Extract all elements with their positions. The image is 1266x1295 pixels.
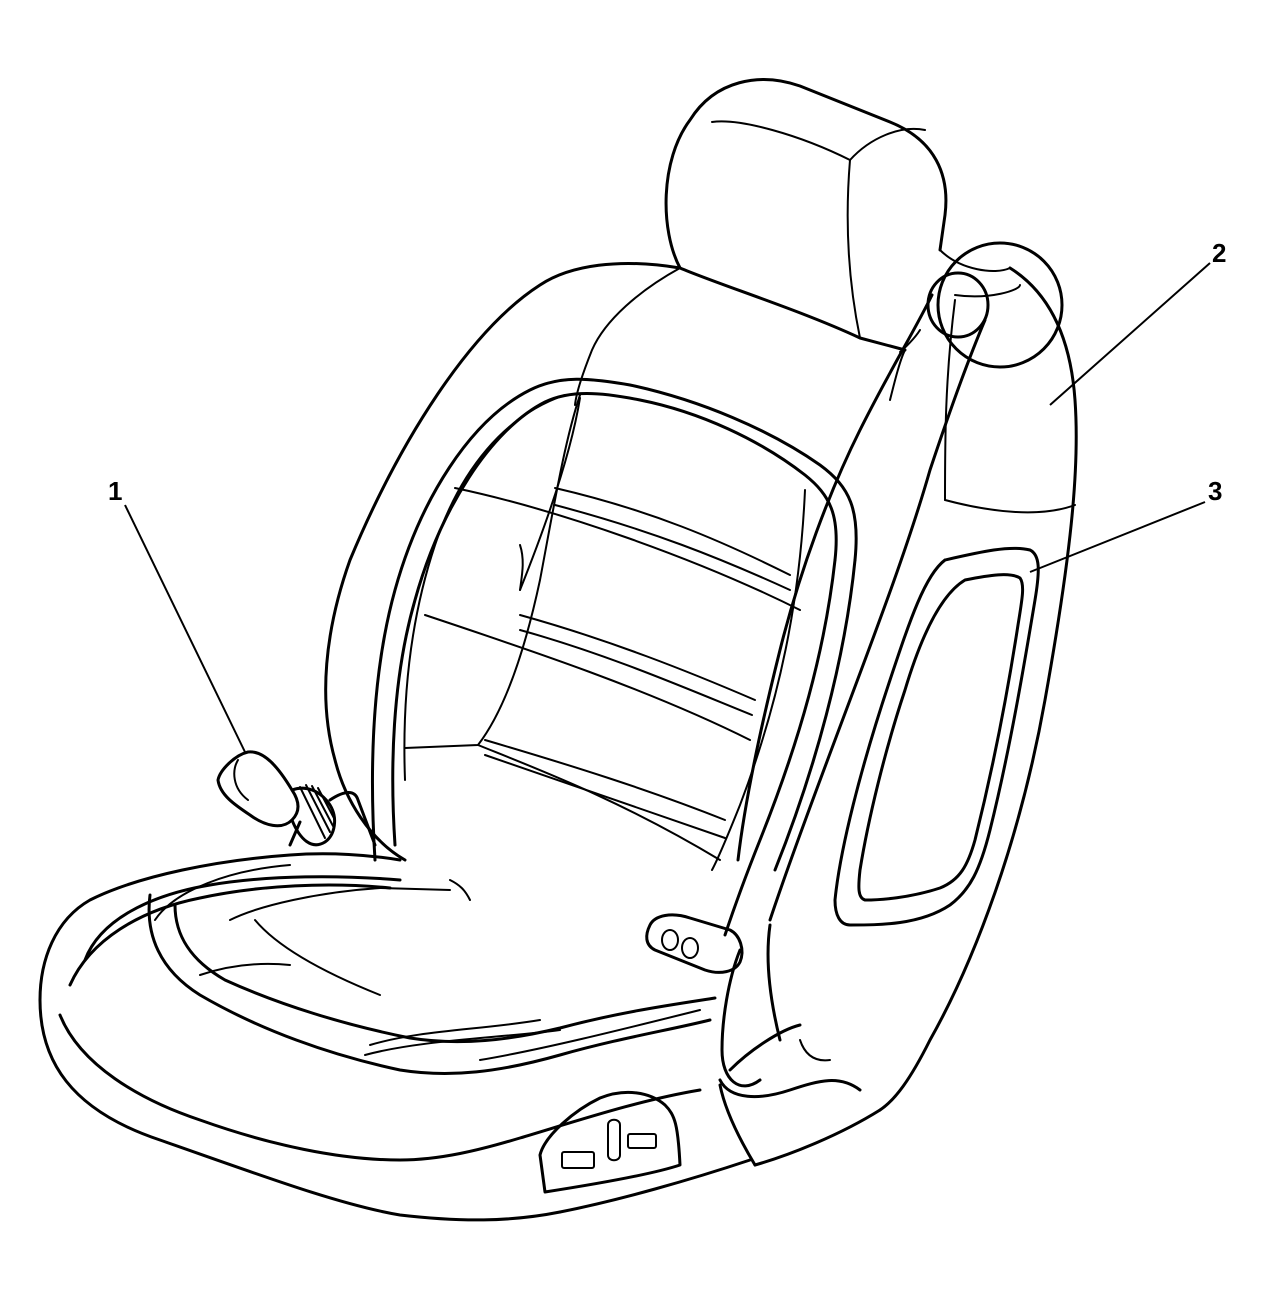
seat-switch-right — [627, 1133, 657, 1149]
seat-switch-center — [607, 1118, 621, 1162]
recliner-handle — [216, 750, 377, 847]
seat-belt — [736, 241, 1064, 922]
callout-2-label: 2 — [1212, 238, 1226, 268]
callout-1-leader — [124, 504, 246, 753]
anchor-bolt-2 — [681, 937, 699, 959]
seatback-center-panel — [370, 377, 858, 937]
seatback-shell — [324, 249, 1078, 1112]
seat-cushion — [38, 852, 717, 1222]
callout-2: 2 — [1049, 238, 1226, 406]
seat-power-switch — [538, 1090, 682, 1194]
seat-switch-left — [561, 1151, 595, 1169]
headrest — [664, 78, 948, 352]
seat-base — [558, 923, 882, 1214]
side-airbag-panel — [833, 546, 1040, 927]
callout-1-label: 1 — [108, 476, 122, 506]
belt-anchor-cover — [645, 913, 744, 974]
callout-1: 1 — [108, 476, 246, 753]
callout-3: 3 — [1029, 476, 1222, 573]
anchor-bolt-1 — [661, 929, 679, 951]
callout-2-leader — [1049, 262, 1211, 406]
callout-3-leader — [1029, 501, 1206, 573]
callout-3-label: 3 — [1208, 476, 1222, 506]
